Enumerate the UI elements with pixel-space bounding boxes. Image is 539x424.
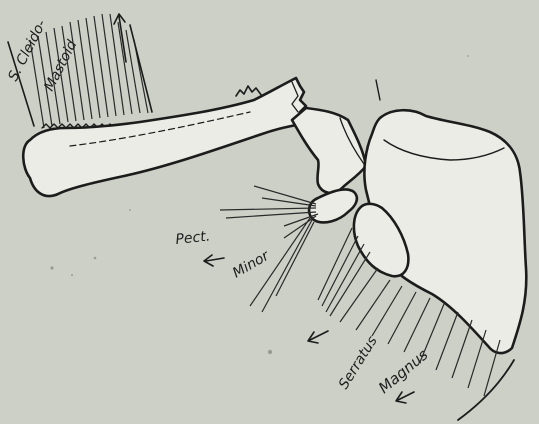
anatomical-drawing: S. Cleido- Mastoid Pect. Minor Serratus … [0, 0, 539, 424]
illustration-canvas: S. Cleido- Mastoid Pect. Minor Serratus … [0, 0, 539, 424]
